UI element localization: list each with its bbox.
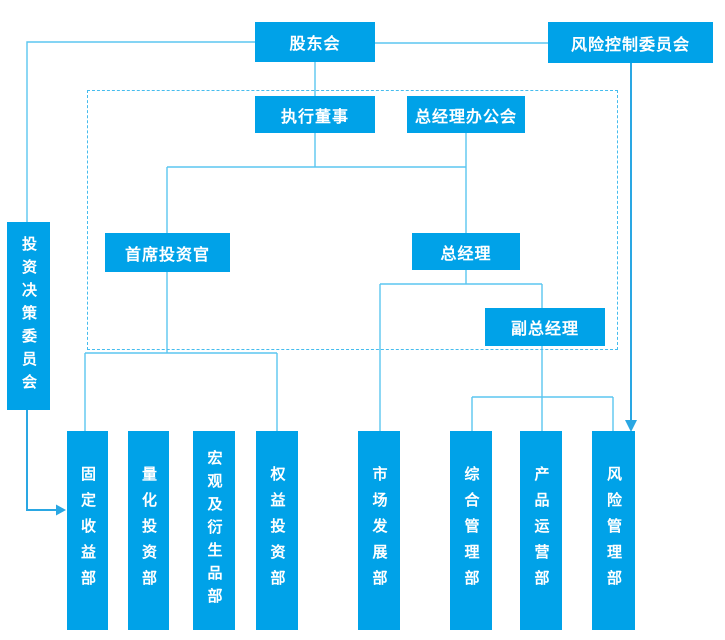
node-general-manager-label: 总经理: [440, 245, 492, 263]
node-shareholders: 股东会: [255, 22, 375, 62]
node-dept-product-operations: 产品运营部: [520, 431, 562, 630]
node-chief-investment-officer-label: 首席投资官: [124, 246, 210, 264]
node-deputy-general-manager-label: 副总经理: [510, 321, 579, 338]
node-dept-macro-derivatives: 宏观及衍生品部: [193, 431, 235, 630]
node-executive-director-label: 执行董事: [280, 108, 349, 126]
node-risk-control-committee: 风险控制委员会: [548, 22, 713, 63]
node-dept-market-development: 市场发展部: [358, 431, 400, 630]
node-deputy-general-manager: 副总经理: [485, 308, 605, 346]
node-dept-general-management: 综合管理部: [450, 431, 492, 630]
node-dept-quantitative-investment: 量化投资部: [128, 431, 169, 630]
node-shareholders-label: 股东会: [289, 36, 341, 53]
node-gm-office-meeting: 总经理办公会: [407, 96, 525, 133]
node-gm-office-meeting-label: 总经理办公会: [414, 108, 517, 126]
node-dept-fixed-income: 固定收益部: [67, 431, 108, 630]
node-chief-investment-officer: 首席投资官: [105, 233, 230, 272]
management-dashed-boundary: [87, 90, 618, 350]
node-dept-equity-investment: 权益投资部: [256, 431, 298, 630]
node-executive-director: 执行董事: [255, 96, 375, 133]
node-general-manager: 总经理: [412, 233, 520, 270]
node-dept-risk-management: 风险管理部: [592, 431, 635, 630]
node-investment-decision-committee: 投资决策委员会: [7, 222, 50, 410]
node-risk-control-committee-label: 风险控制委员会: [570, 36, 690, 54]
